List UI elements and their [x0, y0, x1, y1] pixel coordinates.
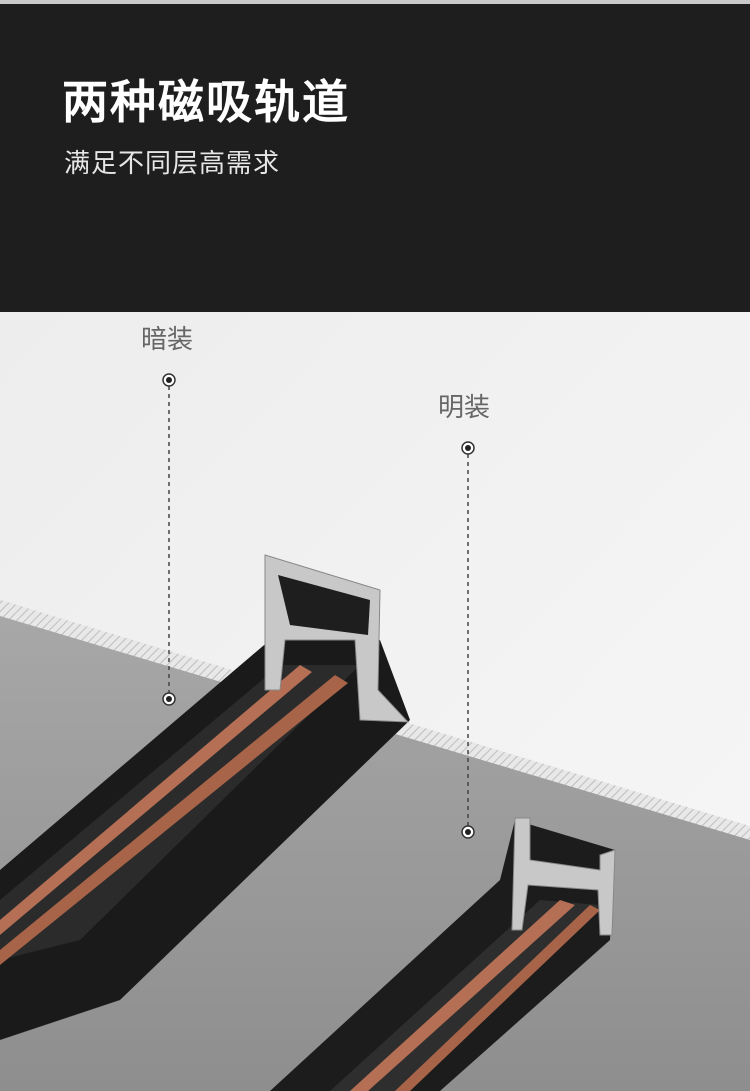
top-border [0, 0, 750, 4]
page-subtitle: 满足不同层高需求 [64, 149, 281, 179]
label-surface-mounted: 明装 [438, 393, 491, 423]
recessed-track [0, 554, 410, 1040]
callout-surface-install [461, 441, 475, 839]
surface-track [270, 817, 616, 1091]
page-title: 两种磁吸轨道 [62, 75, 350, 129]
product-illustration [0, 312, 750, 1091]
header-banner [0, 4, 750, 312]
label-recessed: 暗装 [141, 325, 194, 355]
callout-hidden-install [162, 373, 176, 706]
